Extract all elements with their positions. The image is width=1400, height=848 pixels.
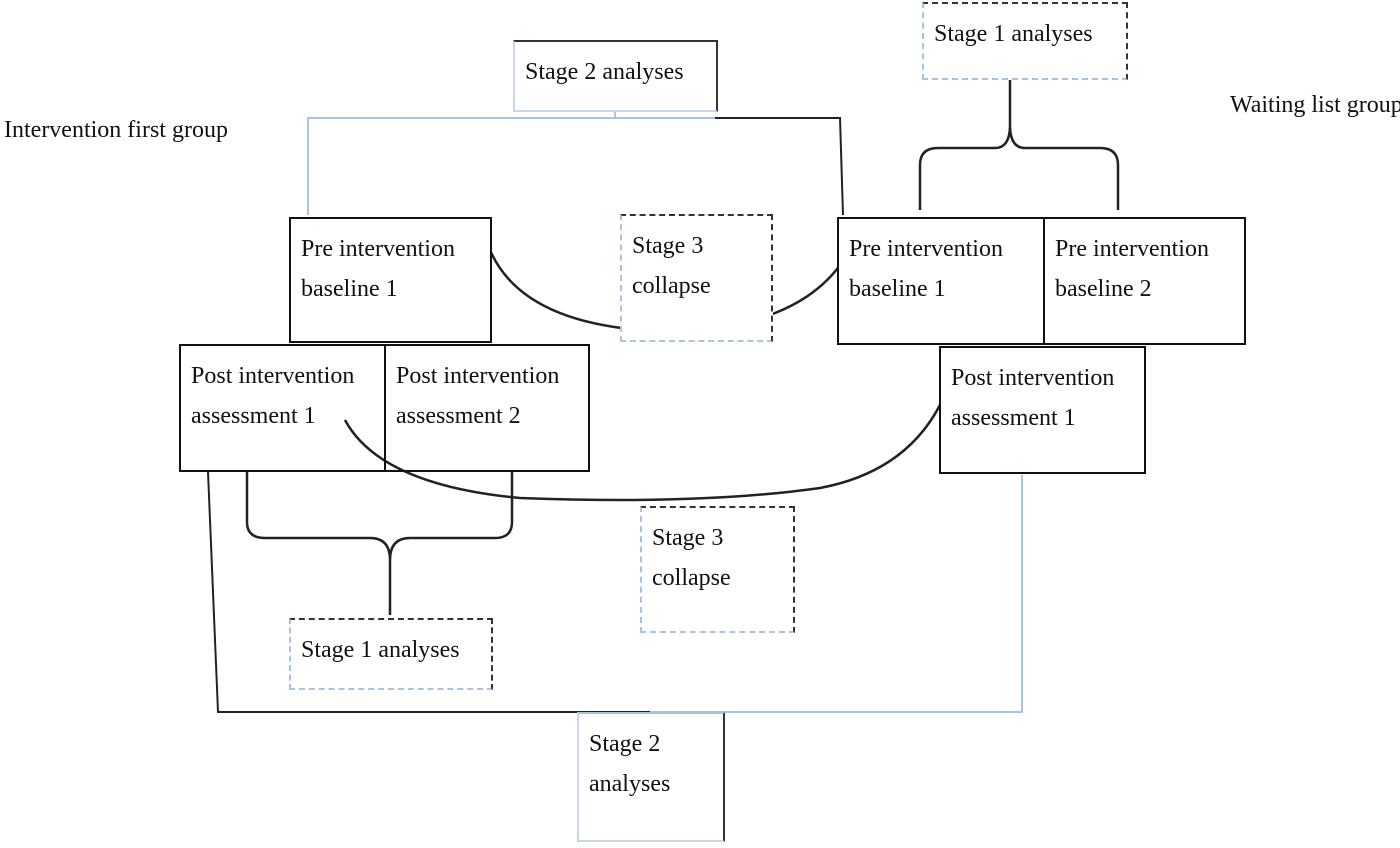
right-pre-baseline-1-line1: Pre intervention — [849, 236, 1003, 262]
left-post-assessment-2-line2: assessment 2 — [396, 403, 521, 429]
stage1-bottom-label: Stage 1 analyses — [301, 637, 460, 663]
right-post-assessment-1-box: Post intervention assessment 1 — [939, 346, 1146, 474]
right-pre-baseline-2-line1: Pre intervention — [1055, 236, 1209, 262]
stage2-bottom-label-line2: analyses — [589, 771, 671, 797]
right-pre-baseline-1-line2: baseline 1 — [849, 276, 946, 302]
stage2-bottom-label-line1: Stage 2 — [589, 731, 661, 757]
right-post-assessment-1-line2: assessment 1 — [951, 405, 1076, 431]
stage1-top-box: Stage 1 analyses — [922, 2, 1128, 80]
left-post-assessment-2-box: Post intervention assessment 2 — [384, 344, 590, 472]
right-pre-baseline-2-line2: baseline 2 — [1055, 276, 1152, 302]
stage3-lower-box: Stage 3 collapse — [640, 506, 795, 633]
stage2-top-box: Stage 2 analyses — [513, 40, 718, 112]
stage2-top-bracket-right — [715, 117, 844, 216]
stage2-bottom-bracket-left — [207, 471, 650, 713]
left-post-assessment-2-line1: Post intervention — [396, 363, 560, 389]
stage2-top-bracket — [307, 117, 715, 215]
left-post-assessment-1-line1: Post intervention — [191, 363, 355, 389]
stage3-upper-box: Stage 3 collapse — [620, 214, 773, 342]
stage1-top-label: Stage 1 analyses — [934, 21, 1093, 47]
stage3-lower-curve — [343, 404, 942, 502]
right-pre-baseline-2-box: Pre intervention baseline 2 — [1043, 217, 1246, 345]
right-post-assessment-1-line1: Post intervention — [951, 365, 1115, 391]
left-post-assessment-1-line2: assessment 1 — [191, 403, 316, 429]
stage1-bottom-brace — [245, 472, 514, 615]
stage3-lower-label-line2: collapse — [652, 565, 731, 591]
group-label-waiting-list: Waiting list group — [1230, 92, 1400, 118]
left-pre-baseline-1-line1: Pre intervention — [301, 236, 455, 262]
stage3-upper-label-line2: collapse — [632, 273, 711, 299]
group-label-intervention-first: Intervention first group — [4, 117, 228, 143]
left-post-assessment-1-box: Post intervention assessment 1 — [179, 344, 386, 472]
stage1-bottom-box: Stage 1 analyses — [289, 618, 493, 690]
stage2-bottom-box: Stage 2 analyses — [577, 712, 725, 842]
right-pre-baseline-1-box: Pre intervention baseline 1 — [837, 217, 1045, 345]
left-pre-baseline-1-box: Pre intervention baseline 1 — [289, 217, 492, 343]
stage2-bottom-bracket-right — [650, 475, 1023, 713]
stage3-lower-label-line1: Stage 3 — [652, 525, 724, 551]
stage2-top-label: Stage 2 analyses — [525, 59, 684, 85]
stage1-top-brace — [918, 78, 1120, 210]
left-pre-baseline-1-line2: baseline 1 — [301, 276, 398, 302]
stage3-upper-label-line1: Stage 3 — [632, 233, 704, 259]
